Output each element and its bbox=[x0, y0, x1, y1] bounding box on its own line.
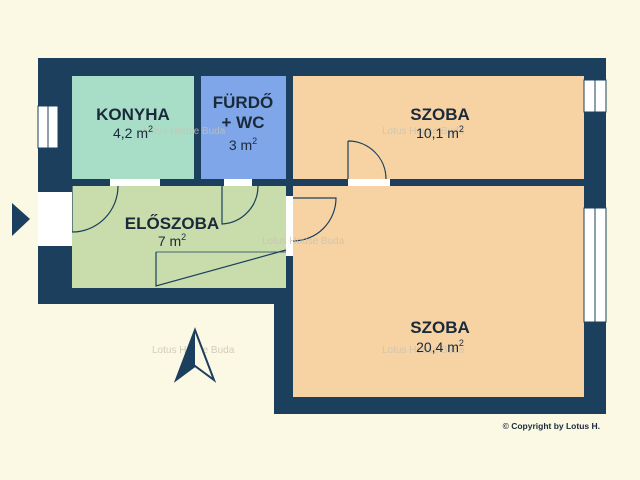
label-furdo-name-1: FÜRDŐ bbox=[213, 93, 273, 112]
door-swings bbox=[71, 140, 387, 287]
label-szoba-top-name: SZOBA bbox=[410, 105, 470, 124]
label-furdo-name-2: + WC bbox=[222, 113, 265, 132]
label-szoba-top-area: 10,1 m2 bbox=[416, 124, 464, 141]
door-gap-konyha bbox=[110, 179, 160, 186]
watermark-5: Lotus House Buda bbox=[382, 345, 465, 356]
entrance-arrow-icon bbox=[12, 203, 30, 236]
entrance-opening bbox=[38, 192, 72, 246]
windows bbox=[37, 79, 607, 323]
room-eloszoba bbox=[72, 186, 286, 288]
room-konyha bbox=[72, 76, 194, 179]
label-konyha-area: 4,2 m2 bbox=[113, 124, 153, 141]
watermark-3: Lotus House Buda bbox=[262, 236, 345, 247]
watermark-2: Lotus House Buda bbox=[382, 126, 465, 137]
north-arrow-icon bbox=[173, 327, 217, 383]
door-gap-furdo bbox=[224, 179, 252, 186]
label-eloszoba-name: ELŐSZOBA bbox=[125, 214, 219, 233]
label-furdo-area: 3 m2 bbox=[229, 136, 257, 153]
label-szoba-bottom-area: 20,4 m2 bbox=[416, 338, 464, 355]
room-furdo bbox=[201, 76, 286, 179]
room-szoba-top bbox=[293, 76, 584, 179]
label-eloszoba-area: 7 m2 bbox=[158, 232, 186, 249]
room-szoba-bottom bbox=[293, 186, 584, 397]
copyright-text: © Copyright by Lotus H. bbox=[503, 421, 600, 431]
watermark-1: Lotus House Buda bbox=[143, 126, 226, 137]
label-szoba-bottom-name: SZOBA bbox=[410, 318, 470, 337]
door-gap-szoba-top bbox=[348, 179, 390, 186]
label-konyha-name: KONYHA bbox=[96, 105, 170, 124]
door-gap-szoba-bottom bbox=[286, 196, 293, 256]
